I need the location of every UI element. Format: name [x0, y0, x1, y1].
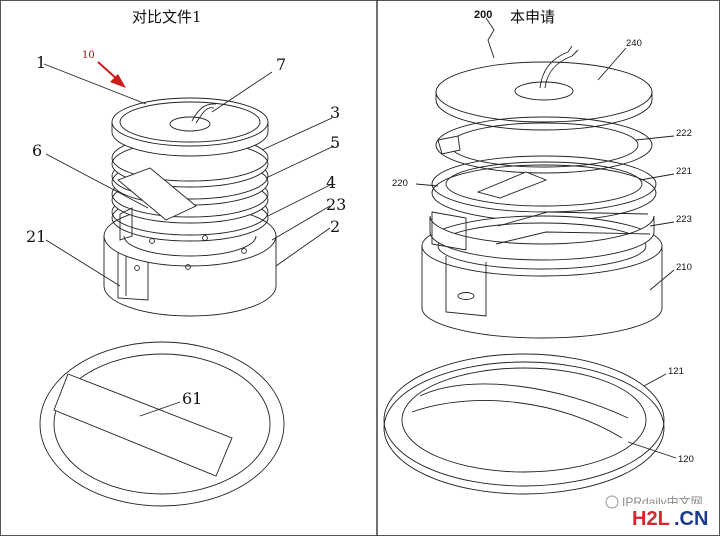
right-panel: 本申请 [383, 8, 694, 495]
label-200: 200 [474, 9, 492, 21]
label-6: 6 [32, 141, 42, 160]
label-222: 222 [676, 128, 692, 139]
label-240: 240 [626, 38, 642, 49]
right-panel-title: 本申请 [510, 8, 555, 26]
left-base-cylinder [103, 205, 277, 317]
left-oval-part [39, 341, 285, 507]
right-housing [421, 211, 663, 339]
brand-logo: H2L .CN [628, 504, 716, 530]
right-leader-lines [415, 17, 677, 459]
label-21: 21 [26, 227, 46, 246]
left-panel: 对比文件1 [26, 8, 346, 507]
left-leader-lines [43, 63, 335, 417]
label-23: 23 [326, 195, 346, 214]
right-ring-221 [431, 155, 657, 222]
brand-dotcn: .CN [674, 508, 708, 530]
brand-h2l: H2L [632, 508, 670, 530]
label-2: 2 [330, 217, 340, 236]
arrow-10-icon [97, 61, 126, 88]
label-7: 7 [276, 55, 286, 74]
label-1: 1 [36, 53, 46, 72]
label-61: 61 [182, 389, 202, 408]
label-121: 121 [668, 366, 684, 377]
left-spring-stack [111, 134, 269, 242]
label-120: 120 [678, 454, 694, 465]
right-spring-222 [435, 116, 653, 174]
label-4: 4 [326, 173, 336, 192]
label-10: 10 [82, 50, 95, 61]
label-210: 210 [676, 262, 692, 273]
label-5: 5 [330, 133, 340, 152]
wechat-icon [605, 495, 619, 509]
label-223: 223 [676, 214, 692, 225]
label-220: 220 [392, 178, 408, 189]
label-221: 221 [676, 166, 692, 177]
left-panel-title: 对比文件1 [132, 8, 202, 26]
label-3: 3 [330, 103, 340, 122]
left-top-disc [111, 97, 269, 157]
right-oval-ring [383, 353, 665, 495]
